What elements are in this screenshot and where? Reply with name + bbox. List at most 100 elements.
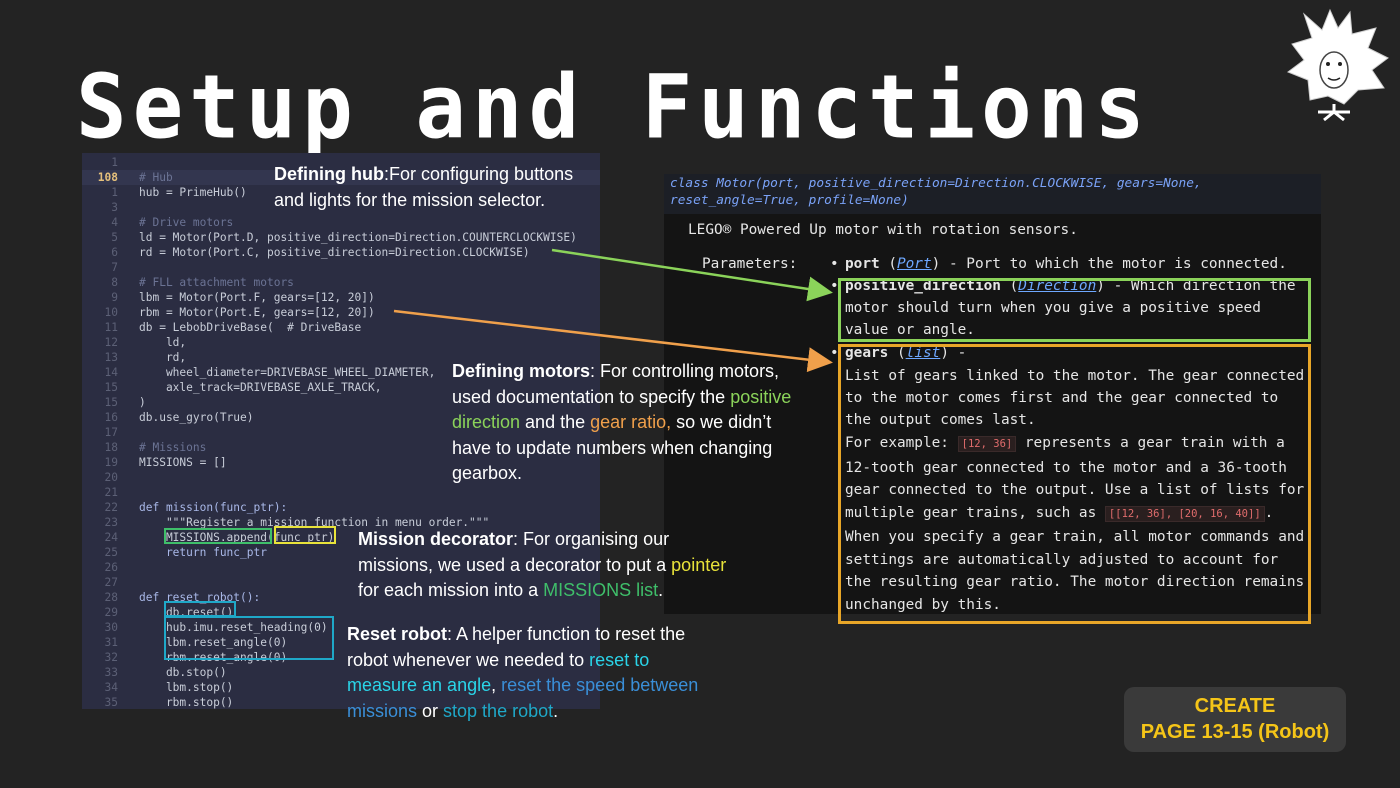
- highlight-green: positive direction: [452, 386, 792, 433]
- code-line[interactable]: 108# Hub: [82, 170, 600, 185]
- code-line[interactable]: 30 hub.imu.reset_heading(0): [82, 620, 600, 635]
- func-ptr-highlight: [274, 526, 336, 544]
- gears-desc-line: 12-tooth gear connected to the motor and…: [845, 460, 1287, 476]
- annotation-text: so we didn’t have to update numbers when…: [452, 412, 773, 483]
- annotation-heading: Defining motors: [452, 361, 590, 381]
- code-text: axle_track=DRIVEBASE_AXLE_TRACK,: [139, 381, 382, 394]
- code-text: MISSIONS.append(func_ptr): [139, 531, 335, 544]
- line-number: 9: [111, 291, 118, 304]
- param-bullet: •: [830, 345, 839, 361]
- gears-highlight: [838, 344, 1311, 624]
- line-number: 12: [104, 336, 118, 349]
- annotation-hub: Defining hub:For configuring buttons and…: [274, 162, 604, 213]
- param-port: port (Port) - Port to which the motor is…: [845, 256, 1287, 272]
- param-gears: gears (list) -: [845, 345, 967, 361]
- code-text: return func_ptr: [139, 546, 267, 559]
- code-line[interactable]: 15 axle_track=DRIVEBASE_AXLE_TRACK,: [82, 380, 600, 395]
- code-line[interactable]: 17: [82, 425, 600, 440]
- text: .: [1264, 505, 1274, 521]
- gears-desc-line: gear connected to the output. Use a list…: [845, 482, 1305, 498]
- annotation-motors: Defining motors: For controlling motors,…: [452, 359, 797, 487]
- code-example: [12, 36]: [957, 436, 1017, 452]
- code-line[interactable]: 23 """Register a mission function in men…: [82, 515, 600, 530]
- code-line[interactable]: 13 rd,: [82, 350, 600, 365]
- gears-desc-line: the output comes last.: [845, 412, 1036, 428]
- line-number: 35: [104, 696, 118, 709]
- code-line[interactable]: 24 MISSIONS.append(func_ptr): [82, 530, 600, 545]
- line-number: 28: [104, 591, 118, 604]
- code-line[interactable]: 34 lbm.stop(): [82, 680, 600, 695]
- code-line[interactable]: 27: [82, 575, 600, 590]
- code-line[interactable]: 33 db.stop(): [82, 665, 600, 680]
- code-line[interactable]: 20: [82, 470, 600, 485]
- line-number: 14: [104, 366, 118, 379]
- code-text: # FLL attachment motors: [139, 276, 294, 289]
- line-number: 29: [104, 606, 118, 619]
- page-title: Setup and Functions: [76, 55, 1151, 159]
- line-number: 23: [104, 516, 118, 529]
- annotation-text: .: [658, 580, 664, 600]
- line-number: 6: [111, 246, 118, 259]
- code-line[interactable]: 15): [82, 395, 600, 410]
- annotation-text: for each mission into a: [358, 580, 544, 600]
- code-line[interactable]: 12 ld,: [82, 335, 600, 350]
- code-line[interactable]: 1: [82, 155, 600, 170]
- annotation-text: .: [553, 700, 559, 721]
- line-number: 34: [104, 681, 118, 694]
- code-line[interactable]: 3: [82, 200, 600, 215]
- line-number: 17: [104, 426, 118, 439]
- annotation-heading: Defining hub: [274, 164, 384, 184]
- annotation-text: or: [417, 700, 444, 721]
- text: multiple gear trains, such as: [845, 505, 1105, 521]
- code-line[interactable]: 26: [82, 560, 600, 575]
- code-text: ): [139, 396, 146, 409]
- code-line[interactable]: 25 return func_ptr: [82, 545, 600, 560]
- gears-desc-line: unchanged by this.: [845, 597, 1001, 613]
- mascot-logo: [1286, 8, 1389, 122]
- docs-signature: class Motor(port, positive_direction=Dir…: [664, 174, 1321, 214]
- line-number: 30: [104, 621, 118, 634]
- code-line[interactable]: 31 lbm.reset_angle(0): [82, 635, 600, 650]
- code-line[interactable]: 7: [82, 260, 600, 275]
- list-type-link[interactable]: list: [905, 345, 941, 361]
- annotation-text: : For organising our missions, we used a…: [358, 529, 672, 575]
- gears-desc-line: List of gears linked to the motor. The g…: [845, 368, 1305, 384]
- param-desc: - Port to which the motor is connected.: [948, 256, 1287, 272]
- code-line[interactable]: 4# Drive motors: [82, 215, 600, 230]
- create-badge: CREATE PAGE 13-15 (Robot): [1124, 687, 1346, 752]
- code-line[interactable]: 8 # FLL attachment motors: [82, 275, 600, 290]
- highlight-green: MISSIONS list: [543, 580, 659, 600]
- line-number: 8: [111, 276, 118, 289]
- code-line[interactable]: 14 wheel_diameter=DRIVEBASE_WHEEL_DIAMET…: [82, 365, 600, 380]
- code-line[interactable]: 21: [82, 485, 600, 500]
- annotation-reset: Reset robot: A helper function to reset …: [347, 622, 712, 724]
- line-number: 13: [104, 351, 118, 364]
- docs-description: LEGO® Powered Up motor with rotation sen…: [688, 222, 1078, 238]
- params-label: Parameters:: [702, 256, 798, 272]
- code-line[interactable]: 18# Missions: [82, 440, 600, 455]
- gears-desc-line: multiple gear trains, such as [[12, 36],…: [845, 505, 1274, 522]
- line-number: 15: [104, 396, 118, 409]
- annotation-heading: Mission decorator: [358, 529, 514, 549]
- param-desc-line: motor should turn when you give a positi…: [845, 300, 1261, 316]
- code-line[interactable]: 32 rbm.reset_angle(0): [82, 650, 600, 665]
- port-type-link[interactable]: Port: [896, 256, 932, 272]
- code-line[interactable]: 35 rbm.stop(): [82, 695, 600, 709]
- code-text: db.use_gyro(True): [139, 411, 254, 424]
- gears-desc-line: to the motor comes first and the gear co…: [845, 390, 1279, 406]
- line-number: 20: [104, 471, 118, 484]
- code-text: rbm.stop(): [139, 696, 234, 709]
- direction-type-link[interactable]: Direction: [1018, 278, 1097, 294]
